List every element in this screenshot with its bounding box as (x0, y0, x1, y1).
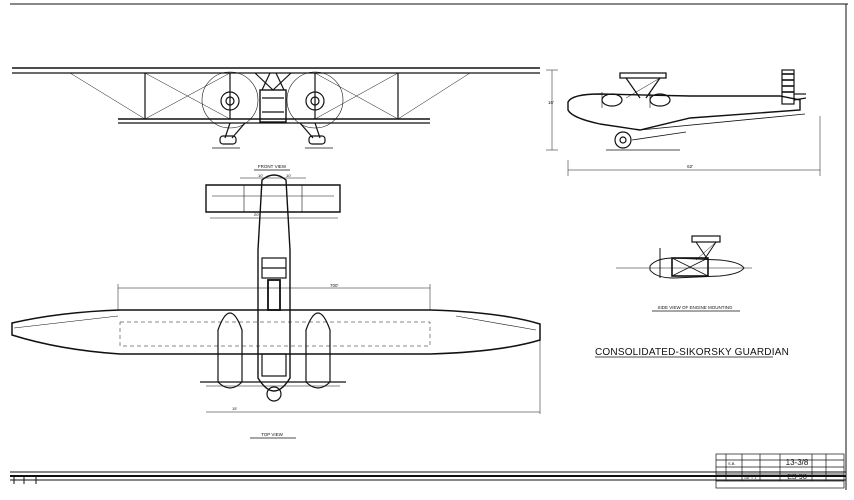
float-gap-dim: 15' (232, 406, 237, 411)
top-view-label: TOP VIEW (261, 432, 284, 437)
engine-mount-view (616, 235, 752, 279)
front-view-label: FRONT VIEW (258, 164, 287, 169)
drawn-by: S.B. (728, 461, 736, 466)
drawing-number: ES-98 (787, 474, 807, 481)
wingspan-dim: 700' (330, 283, 339, 288)
sheet-number: 13-3/8 (786, 458, 809, 467)
engine-mount-label: SIDE VIEW OF ENGINE MOUNTING (657, 305, 733, 310)
sheet-border (10, 3, 848, 490)
tail-span-dim: 20' (254, 212, 259, 217)
front-view (12, 67, 540, 149)
side-height-dim: 16' (548, 100, 554, 105)
title-block (715, 453, 845, 489)
scale: 1/8" = 1' (744, 476, 757, 480)
tail-a-dim: 10' (258, 173, 263, 178)
side-view (546, 69, 821, 176)
drawing-title: CONSOLIDATED-SIKORSKY GUARDIAN (595, 347, 789, 358)
top-view (11, 174, 541, 414)
side-length-dim: 62' (687, 164, 693, 169)
tail-b-dim: 10' (286, 173, 291, 178)
